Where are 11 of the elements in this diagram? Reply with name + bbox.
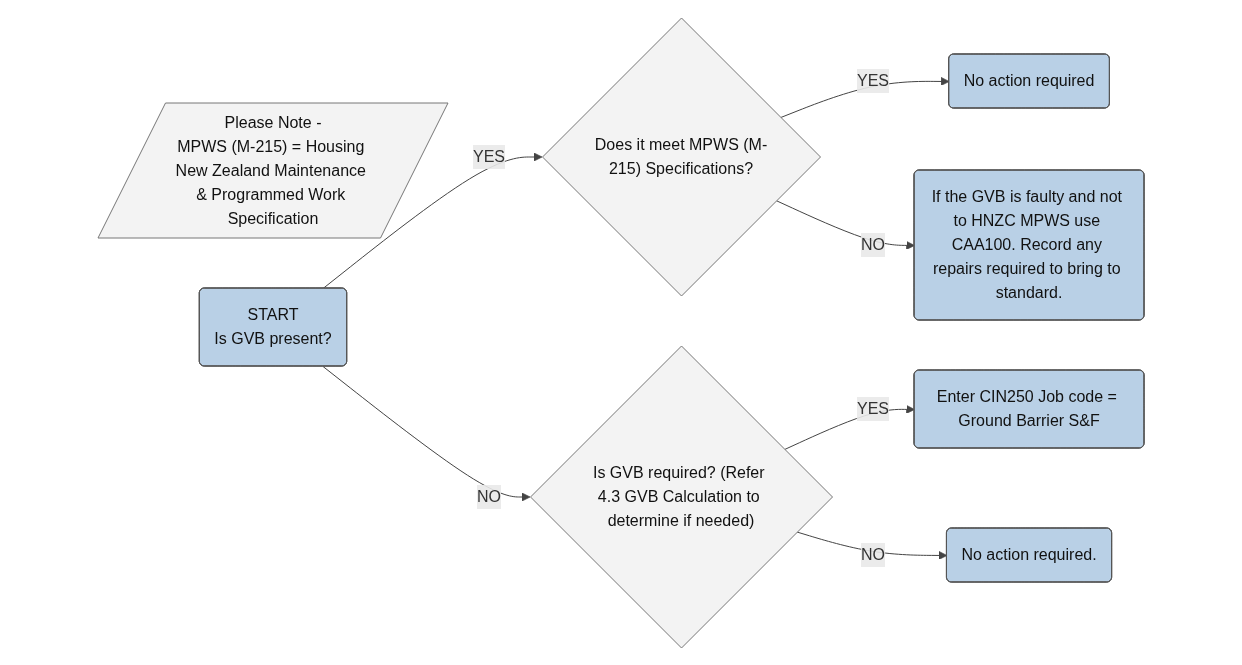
- edge-label: YES: [857, 399, 890, 417]
- node-diamond: Does it meet MPWS (M-215) Specifications?: [542, 17, 821, 296]
- arrow: [322, 365, 531, 501]
- edge-label: NO: [476, 487, 501, 505]
- edge-label: NO: [861, 545, 886, 563]
- arrow: [775, 199, 915, 250]
- arrow: [796, 531, 948, 560]
- edge-label: YES: [472, 147, 505, 165]
- node-diamond: Is GVB required? (Refer 4.3 GVB Calculation to determine if needed): [530, 345, 833, 648]
- edge-label: NO: [861, 235, 886, 253]
- edge-label: YES: [857, 71, 890, 89]
